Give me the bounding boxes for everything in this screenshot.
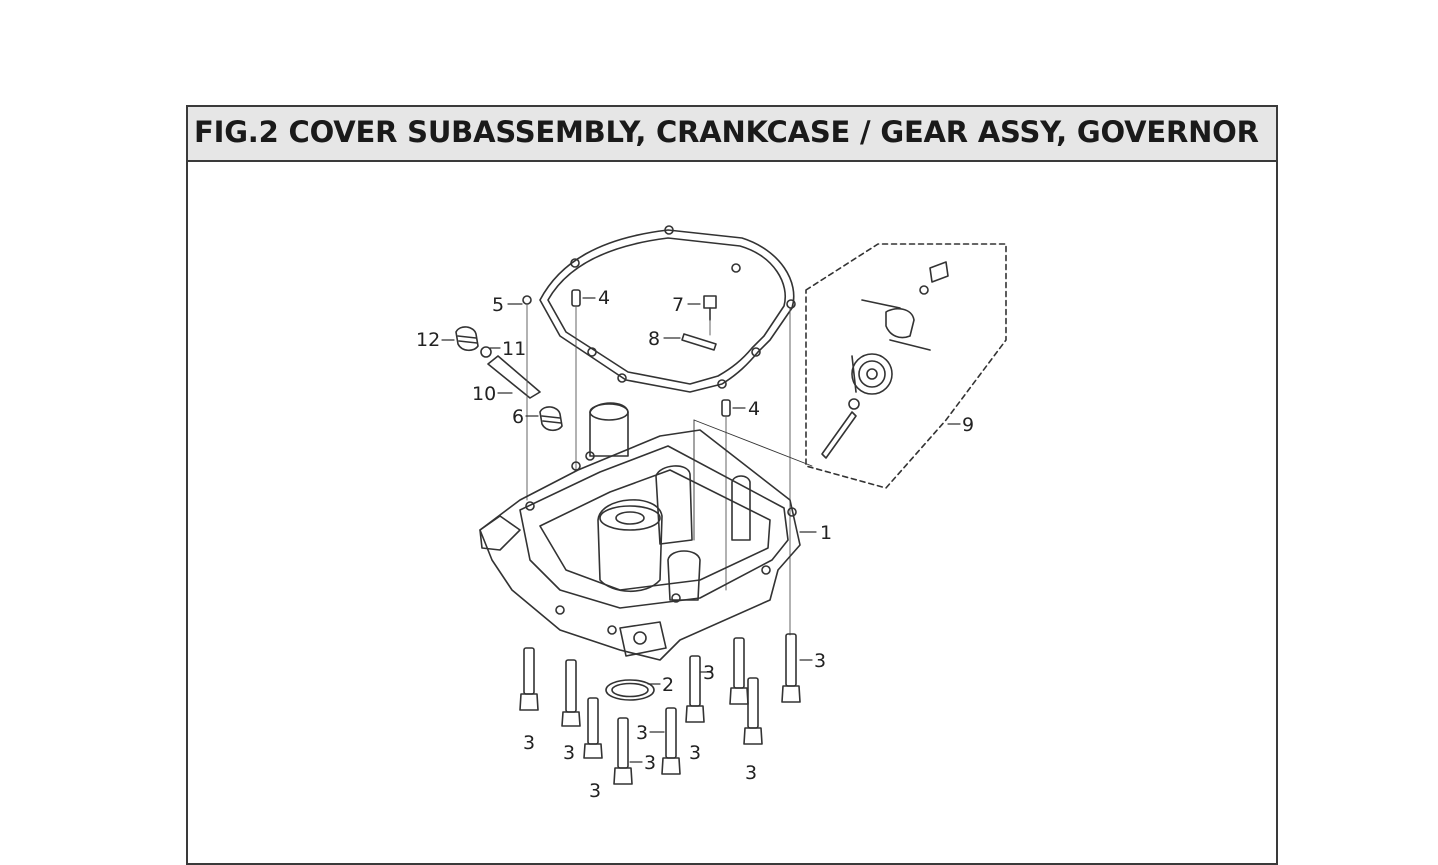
plug-6 [539, 406, 563, 432]
bolts-3 [519, 633, 801, 785]
plug-12 [455, 326, 479, 352]
callout-3-left1: 3 [523, 732, 535, 754]
callout-1: 1 [820, 522, 832, 544]
callout-9: 9 [962, 414, 974, 436]
figure-title-bar: FIG.2 COVER SUBASSEMBLY, CRANKCASE / GEA… [188, 107, 1276, 162]
callout-8: 8 [648, 328, 660, 350]
callout-3-left2: 3 [563, 742, 575, 764]
callout-3-right: 3 [814, 650, 826, 672]
gasket-inner-outline [547, 237, 786, 385]
callout-12: 12 [416, 329, 440, 351]
dowel-pin-lower [721, 399, 731, 417]
callout-10: 10 [472, 383, 496, 405]
tube-10 [487, 355, 541, 399]
callout-2: 2 [662, 674, 674, 696]
callout-3-right2: 3 [689, 742, 701, 764]
callout-3-far-right: 3 [745, 762, 757, 784]
callout-5: 5 [492, 294, 504, 316]
callout-11: 11 [502, 338, 526, 360]
washer-pin-8 [681, 333, 717, 351]
callout-3-bottom: 3 [589, 780, 601, 802]
callout-4-upper: 4 [598, 287, 610, 309]
crankcase-cover [479, 402, 801, 661]
oil-seal-2 [605, 679, 655, 701]
exploded-parts-diagram: 5 4 7 8 12 11 10 6 4 9 1 2 3 3 3 3 3 3 3… [416, 225, 1007, 802]
bolt-7 [703, 295, 717, 321]
governor-gear [821, 261, 949, 459]
o-ring-11 [480, 346, 492, 358]
figure-panel: FIG.2 COVER SUBASSEMBLY, CRANKCASE / GEA… [186, 105, 1278, 865]
callout-3-center2: 3 [644, 752, 656, 774]
governor-group-box [805, 243, 1007, 489]
gasket-bolt-holes [522, 225, 796, 389]
callout-7: 7 [672, 294, 684, 316]
callout-3-center: 3 [636, 722, 648, 744]
callout-6: 6 [512, 406, 524, 428]
callout-3-mid: 3 [703, 662, 715, 684]
gasket-outline [539, 229, 795, 393]
figure-title: FIG.2 COVER SUBASSEMBLY, CRANKCASE / GEA… [194, 115, 1259, 149]
dowel-pin-upper [571, 289, 581, 307]
callout-4-lower: 4 [748, 398, 760, 420]
